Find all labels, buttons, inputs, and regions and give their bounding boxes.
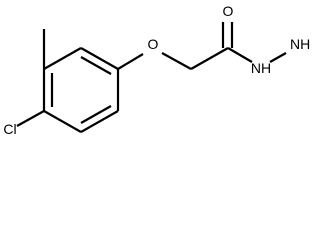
ring-double-bond-c5-c6-inner [80,105,112,124]
nh2-main-label: NH [290,36,310,52]
ether-methylene-bond [161,52,192,70]
nh-label: NH [251,60,271,76]
aryl-ether-bond [117,53,144,70]
ring-bond-c1-c2 [80,47,119,70]
oxygen-carbonyl-label: O [223,3,234,19]
ring-double-bond-c1-c2-inner [80,56,112,75]
chemical-structure-diagram: O O NH NH 2 Cl [3,3,314,137]
oxygen-ether-label: O [148,36,159,52]
methylene-carbonyl-bond [190,47,229,70]
nh-nh2-bond [269,52,287,63]
ring-bond-c2-c3 [43,47,82,70]
chlorine-bond [16,110,45,127]
ring-bond-c5-c6 [80,110,119,133]
chlorine-label: Cl [3,121,16,137]
carbonyl-nh-bond [227,47,253,63]
nh2-label: NH 2 [290,36,314,56]
ring-bond-c4-c5 [43,110,82,133]
